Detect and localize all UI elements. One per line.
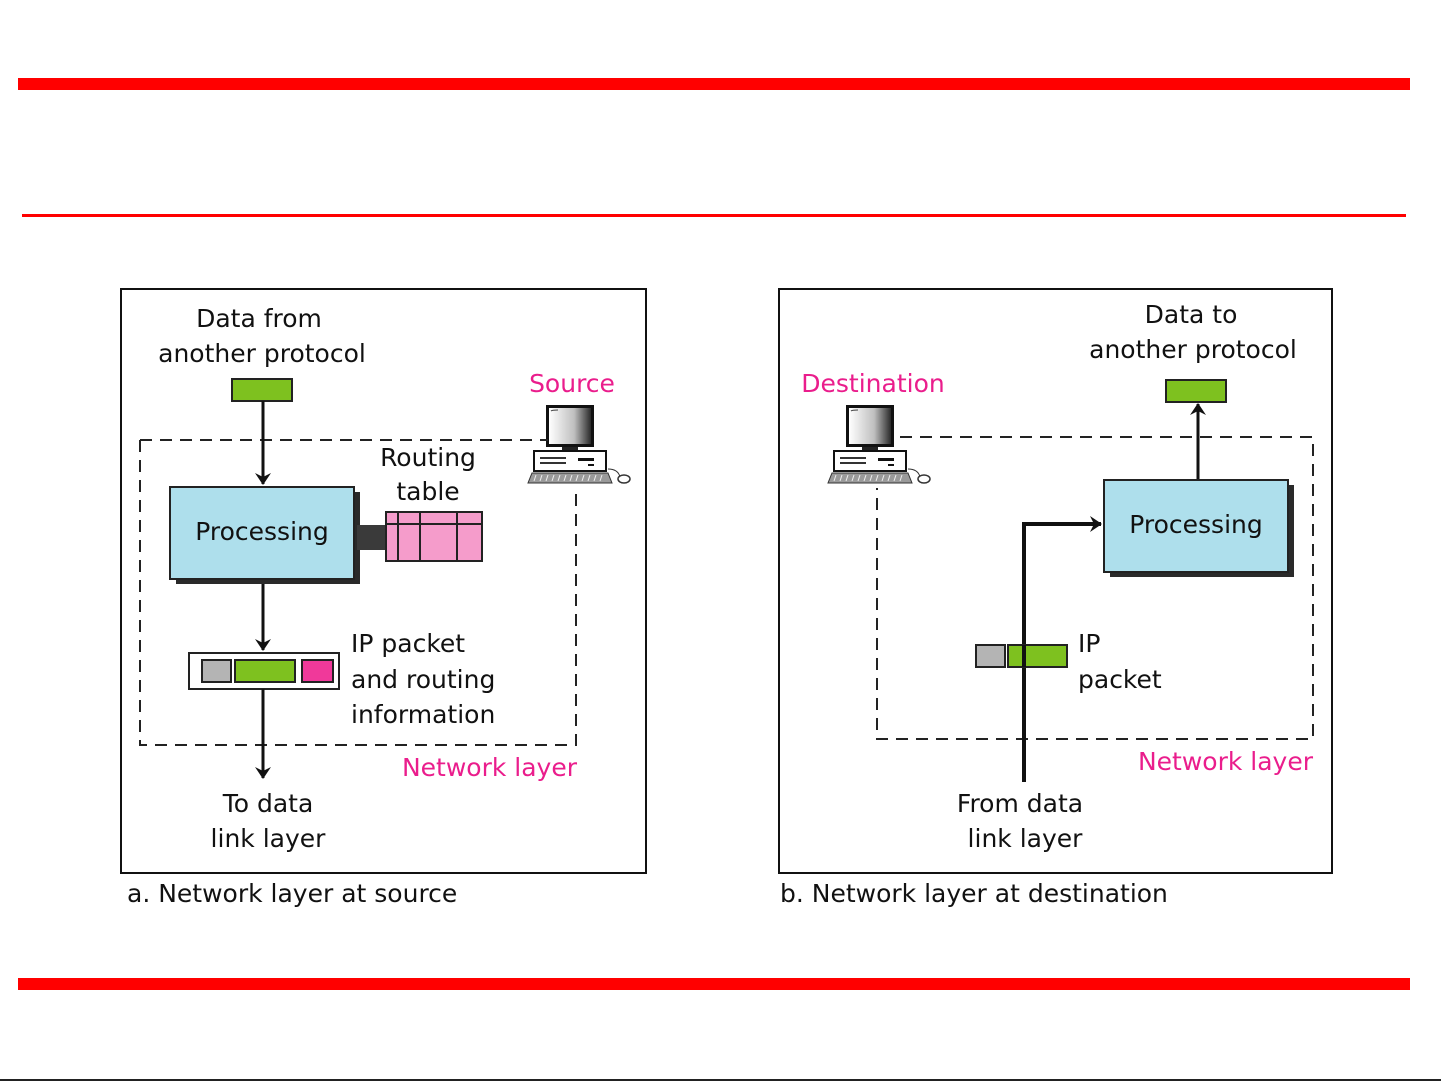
network-layer-label-a: Network layer — [402, 753, 578, 782]
panel-b-frame — [778, 288, 1333, 874]
output-label-a-line2: link layer — [211, 824, 327, 853]
caption-b: b. Network layer at destination — [780, 879, 1168, 908]
routing-table-label-line1: Routing — [380, 443, 476, 472]
header-block-a — [201, 659, 232, 683]
routing-table-connector — [357, 525, 387, 550]
routing-table-label-line2: table — [396, 477, 459, 506]
input-label-b-line1: From data — [957, 789, 1083, 818]
panel-b-destination: Data to another protocol Destination Pro… — [778, 288, 1333, 908]
input-label-b-line2: link layer — [968, 824, 1084, 853]
ip-packet-b — [975, 644, 1068, 668]
caption-a: a. Network layer at source — [127, 879, 457, 908]
packet-label-a-line1: IP packet — [351, 629, 465, 658]
bottom-red-rule — [18, 978, 1410, 990]
top-red-rule — [18, 78, 1410, 90]
processing-box-b — [1103, 479, 1289, 573]
input-label-a-line1: Data from — [196, 304, 322, 333]
input-label-a-line2: another protocol — [158, 339, 366, 368]
ip-packet-with-routing-info — [188, 652, 340, 690]
network-layer-label-b: Network layer — [1138, 747, 1314, 776]
routing-info-block — [301, 659, 334, 683]
header-block-b — [975, 644, 1006, 668]
output-label-b-line2: another protocol — [1089, 335, 1297, 364]
payload-block-a — [234, 659, 296, 683]
packet-label-a-line2: and routing — [351, 665, 495, 694]
packet-label-b-line1: IP — [1078, 629, 1100, 658]
output-label-b-line1: Data to — [1145, 300, 1238, 329]
data-block-b — [1165, 379, 1227, 403]
source-label: Source — [529, 369, 615, 398]
payload-block-b — [1007, 644, 1068, 668]
packet-label-b-line2: packet — [1078, 665, 1162, 694]
network-layer-boundary-a — [139, 439, 577, 746]
output-label-a-line1: To data — [222, 789, 314, 818]
destination-label: Destination — [801, 369, 944, 398]
data-block-a — [231, 378, 293, 402]
packet-label-a-line3: information — [351, 700, 495, 729]
bottom-edge-line — [0, 1079, 1441, 1081]
arrow-from-data-link-layer — [1022, 516, 1102, 782]
processing-label-a: Processing — [195, 517, 329, 546]
panel-a-source: Data from another protocol Source Proces… — [120, 288, 647, 908]
title-underline-rule — [22, 214, 1406, 217]
routing-table — [385, 511, 483, 562]
processing-label-b: Processing — [1129, 510, 1263, 539]
processing-box-a — [169, 486, 355, 580]
